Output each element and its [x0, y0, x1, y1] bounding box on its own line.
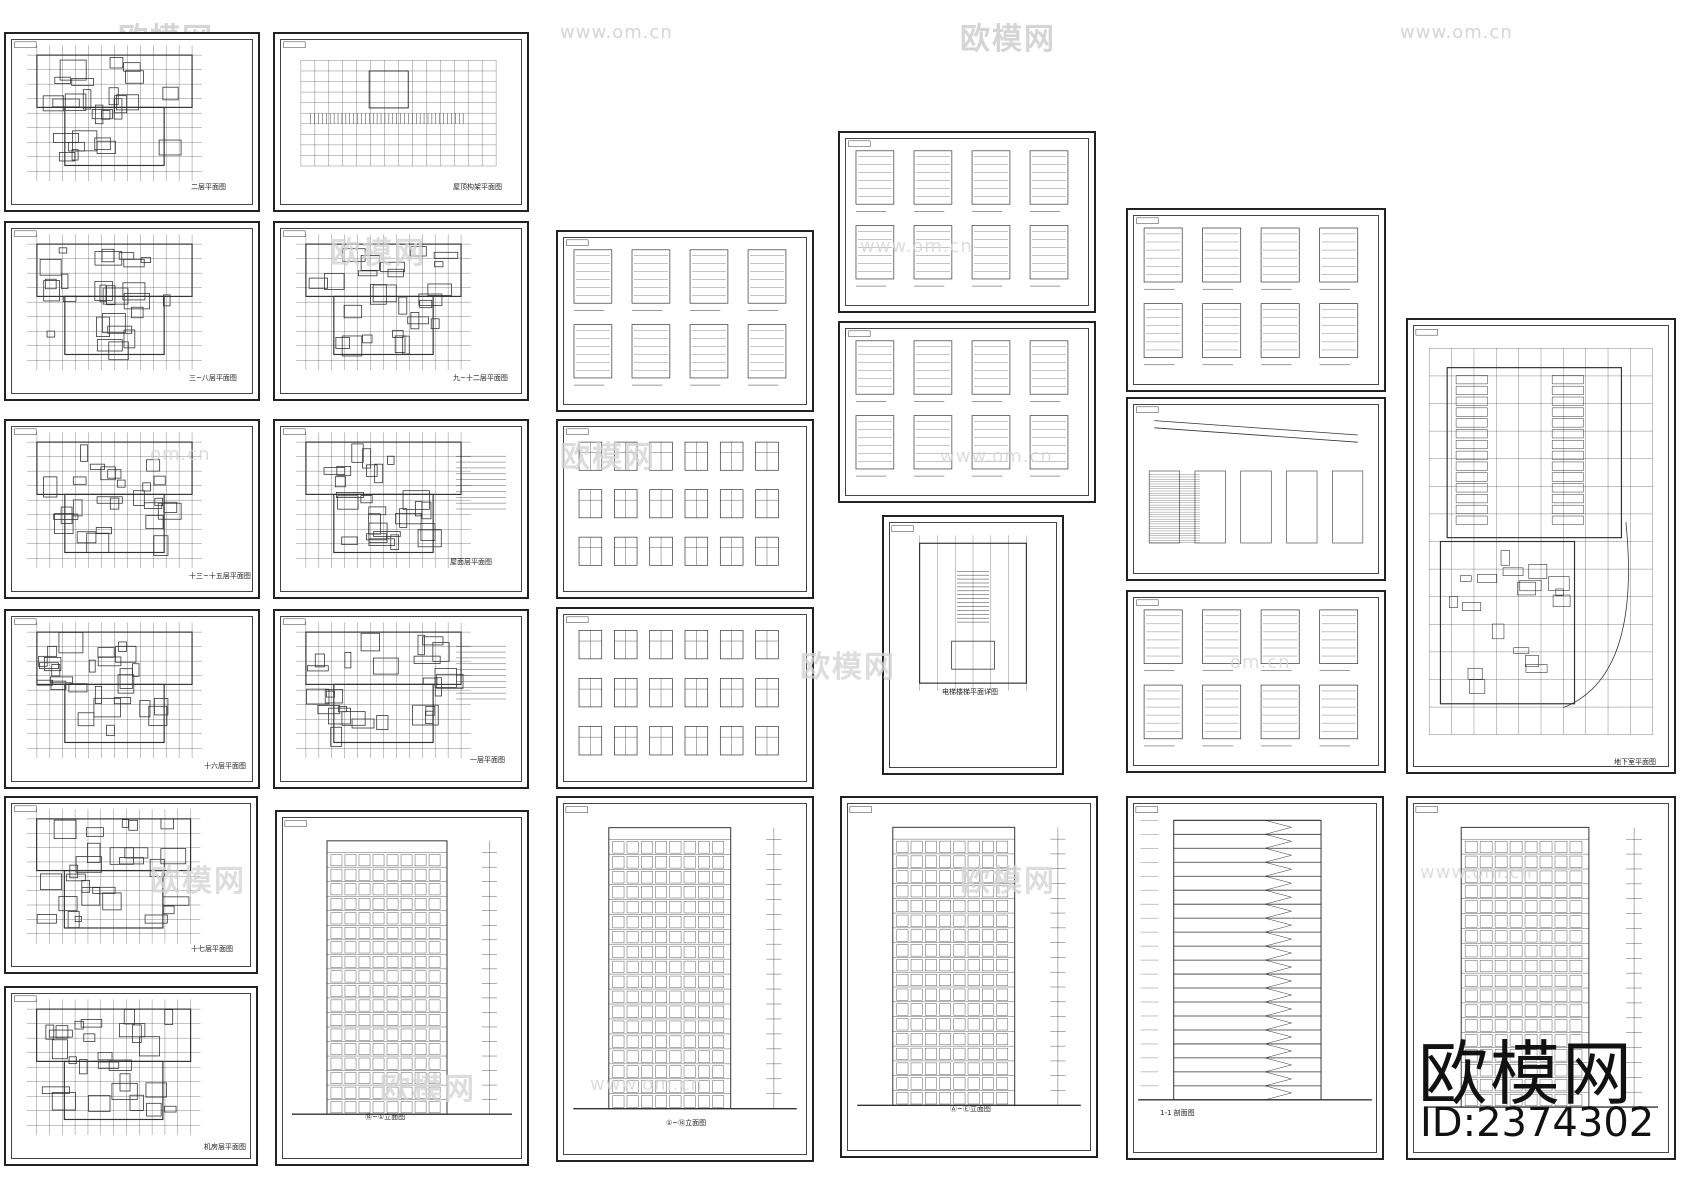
- sheet-title: 地下室平面图: [1614, 758, 1656, 766]
- image-id-label: ID:2374302: [1420, 1100, 1655, 1146]
- drawing-sheet: [1126, 590, 1386, 773]
- sheet-title: Ⓐ~Ⓔ立面图: [950, 1105, 991, 1113]
- plan-drawing: [891, 525, 1027, 691]
- brand-logo-text: 欧模网: [1418, 1033, 1634, 1115]
- sheet-title: 十六层平面图: [204, 762, 246, 770]
- sheet-title: 三~八层平面图: [189, 374, 237, 382]
- drawing-sheet: 地下室平面图: [1406, 318, 1676, 774]
- drawing-sheet: 1-1 剖面图: [1126, 796, 1384, 1160]
- drawing-sheet: 屋面层平面图: [273, 419, 529, 599]
- sheet-title: 十七层平面图: [191, 945, 233, 953]
- detail-drawing: [566, 239, 787, 386]
- drawing-sheet: Ⓐ~Ⓔ立面图: [840, 796, 1098, 1158]
- sheet-title: ①~⑭立面图: [666, 1119, 707, 1127]
- sheet-title: ⑭~①立面图: [365, 1113, 406, 1121]
- detail-drawing: [848, 140, 1069, 287]
- sheet-title: 二层平面图: [191, 183, 226, 191]
- sheet-title: 屋面层平面图: [450, 558, 492, 566]
- sheet-title: 九~十二层平面图: [453, 374, 508, 382]
- plan-drawing: [14, 41, 202, 182]
- drawing-sheet: [556, 419, 814, 599]
- plan-drawing: [14, 805, 201, 944]
- garage-plan-drawing: [1415, 329, 1653, 735]
- drawing-sheet: 屋顶构架平面图: [273, 32, 529, 212]
- drawing-sheet: 九~十二层平面图: [273, 221, 529, 401]
- plan-drawing: [14, 230, 202, 371]
- drawing-sheet: 三~八层平面图: [4, 221, 260, 401]
- drawing-sheet: [1126, 397, 1386, 581]
- drawing-sheet: [838, 321, 1096, 503]
- plan-drawing: [283, 41, 497, 167]
- drawing-sheet: [556, 230, 814, 412]
- drawing-sheet: [1406, 796, 1676, 1160]
- sheet-title: 屋顶构架平面图: [453, 183, 502, 191]
- detail-drawing: [1136, 217, 1359, 366]
- drawing-sheet: 一层平面图: [273, 609, 529, 789]
- plan-drawing: [14, 995, 201, 1136]
- sheet-title: 1-1 剖面图: [1160, 1109, 1195, 1117]
- drawing-sheet: ①~⑭立面图: [556, 796, 814, 1162]
- brand-watermark: 欧模网: [960, 22, 1056, 57]
- sheet-title: 机房层平面图: [204, 1143, 246, 1151]
- window-schedule-drawing: [566, 428, 779, 566]
- drawing-sheet: 电梯楼梯平面详图: [882, 515, 1064, 775]
- drawing-sheet: [838, 131, 1096, 313]
- sheet-title: 十三~十五层平面图: [189, 572, 251, 580]
- drawing-sheet: 二层平面图: [4, 32, 260, 212]
- drawing-sheet: 十七层平面图: [4, 796, 258, 974]
- detail-drawing: [1136, 599, 1359, 747]
- drawing-sheet: [1126, 208, 1386, 392]
- elevation-drawing: [565, 806, 797, 1110]
- plan-drawing: [283, 428, 507, 569]
- drawing-sheet: 机房层平面图: [4, 986, 258, 1166]
- window-schedule-drawing: [566, 616, 779, 756]
- drawing-sheet: ⑭~①立面图: [275, 810, 529, 1166]
- plan-drawing: [283, 230, 471, 371]
- drawing-sheet: [556, 607, 814, 789]
- detail-drawing: [848, 330, 1069, 477]
- plan-drawing: [283, 618, 507, 759]
- elevation-drawing: [1415, 806, 1659, 1108]
- drawing-sheet: 十六层平面图: [4, 609, 260, 789]
- elevation-drawing: [849, 806, 1081, 1106]
- plan-drawing: [14, 428, 202, 569]
- sheet-title: 一层平面图: [470, 756, 505, 764]
- plan-drawing: [14, 618, 202, 759]
- elevation-drawing: [284, 820, 512, 1115]
- sheet-title: 电梯楼梯平面详图: [942, 688, 998, 696]
- drawing-sheet: 十三~十五层平面图: [4, 419, 260, 599]
- detail-drawing: [1136, 406, 1364, 544]
- section-drawing: [1135, 806, 1372, 1101]
- url-watermark: www.om.cn: [560, 22, 673, 43]
- url-watermark: www.om.cn: [1400, 22, 1513, 43]
